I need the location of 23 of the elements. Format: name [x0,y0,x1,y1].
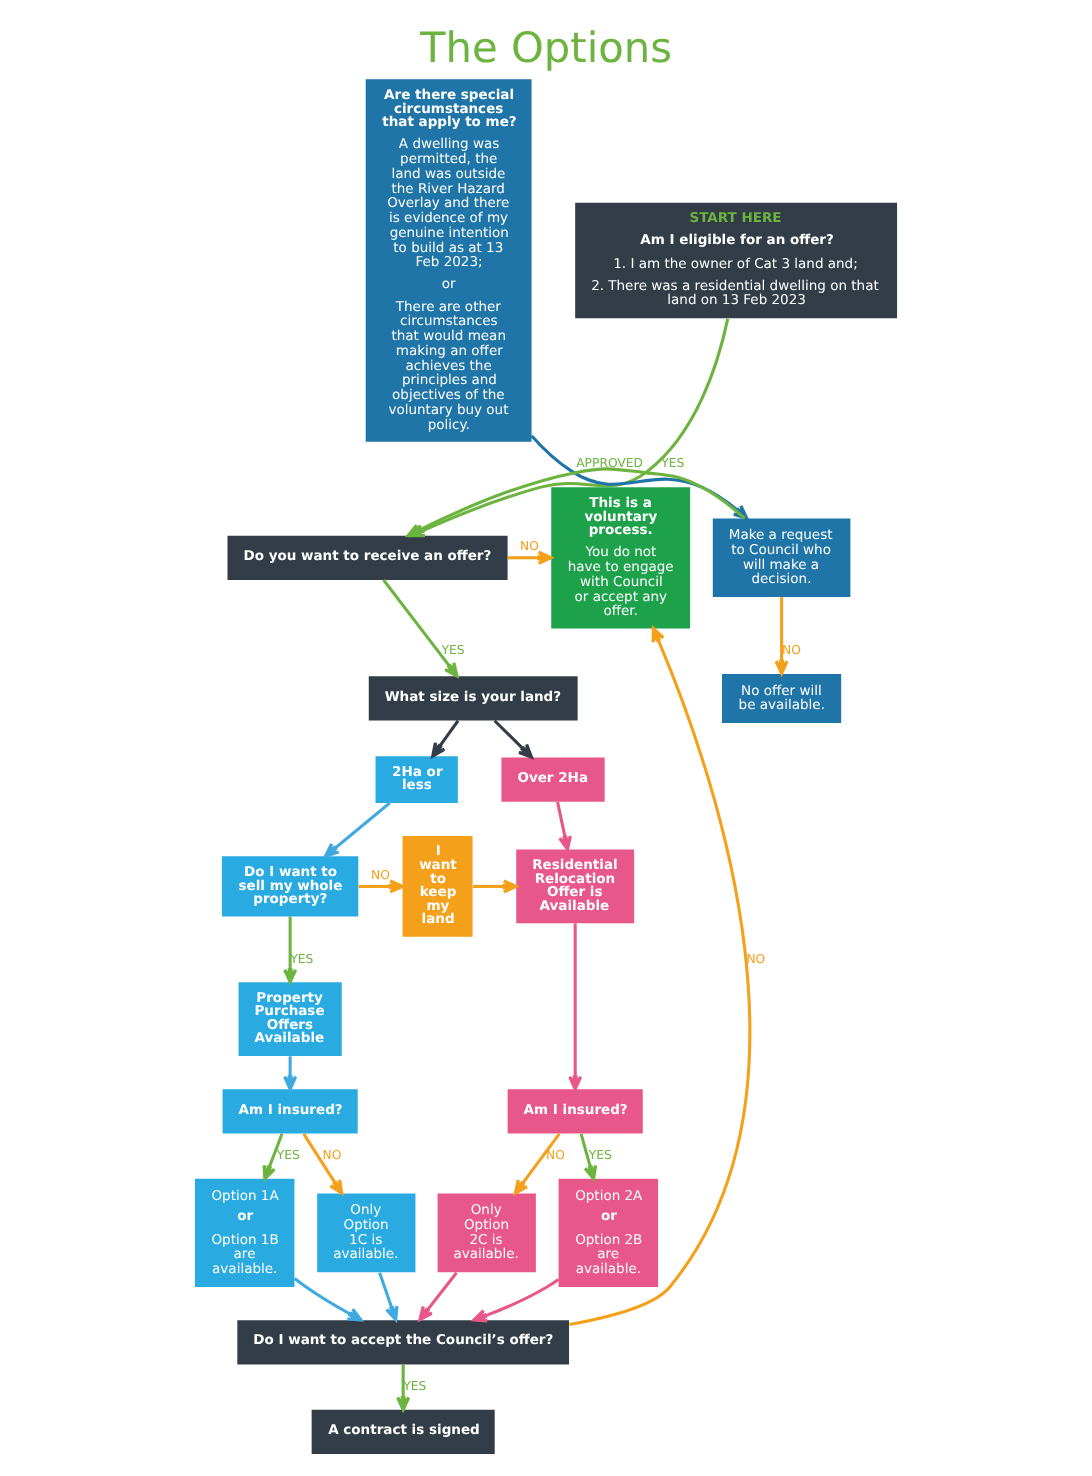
arrow [569,626,751,1326]
arrow [507,549,553,564]
arrow [774,596,789,675]
arrow [293,1276,363,1321]
arrow [382,578,459,677]
arrow [378,1271,399,1321]
arrow [283,1055,298,1090]
diagram-title: The Options [419,23,673,72]
arrow [262,1132,284,1180]
arrow [418,1270,458,1321]
arrow [513,1131,561,1194]
arrow [493,718,534,758]
arrow [302,1132,344,1194]
arrow [324,800,391,857]
arrow [556,800,572,850]
arrow [568,922,583,1090]
arrow [473,878,518,893]
arrow [579,1132,598,1180]
arrow [358,878,405,893]
arrow [431,718,460,757]
arrow [472,1277,560,1322]
arrow [396,1363,411,1411]
arrow [283,915,298,983]
